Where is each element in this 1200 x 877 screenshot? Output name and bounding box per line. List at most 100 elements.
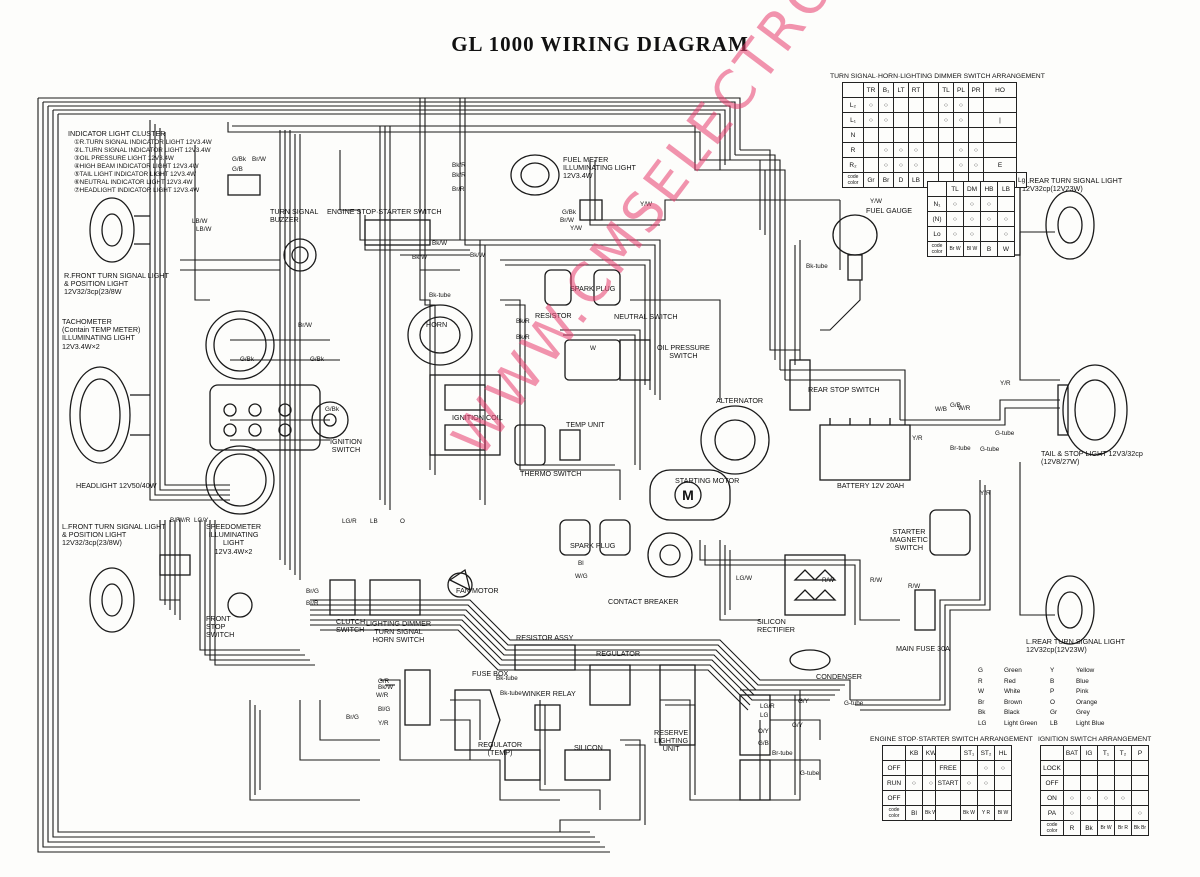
label-spark-plug-top: SPARK PLUG — [570, 284, 616, 293]
wire-color-label: G/Bk — [310, 356, 324, 363]
wire-color-label: Bk/R — [516, 318, 530, 325]
ts-h3: LT — [893, 82, 909, 98]
label-l-front-turn: L.FRONT TURN SIGNAL LIGHT & POSITION LIG… — [62, 522, 166, 548]
label-l-rear-turn: L.REAR TURN SIGNAL LIGHT 12V32cp(12V23W) — [1026, 637, 1126, 655]
wire-color-label: Y/W — [870, 198, 882, 205]
wire-color-label: Y/W — [570, 225, 582, 232]
wire-color-label: G/B — [950, 402, 961, 409]
ts-row-r: R — [842, 142, 864, 158]
es-h0 — [882, 745, 906, 761]
label-horn: HORN — [426, 320, 448, 329]
ig-row-0: LOCK — [1040, 760, 1064, 776]
legend-k-1b: B — [1050, 677, 1055, 685]
wire-color-label: Y/W — [640, 201, 652, 208]
indicator-item-5: ⑤TAIL LIGHT INDICATOR LIGHT 12V3.4W — [74, 171, 197, 178]
wire-color-label: W/R — [958, 405, 971, 412]
label-regulator: REGULATOR — [596, 649, 641, 658]
label-turn-buzzer: TURN SIGNAL BUZZER — [270, 207, 319, 225]
ts-code-2: D — [893, 172, 909, 188]
wire-color-label: Y/R — [912, 435, 923, 442]
st-row-1: START — [935, 775, 961, 791]
st-h0 — [935, 745, 961, 761]
ig-code-3: Br W — [1097, 820, 1115, 836]
wire-color-label: G-tube — [980, 446, 1000, 453]
legend-k-2b: P — [1050, 688, 1055, 696]
st-code-1: Bk W — [960, 805, 978, 821]
label-r-rear-turn: R.REAR TURN SIGNAL LIGHT 12V32cp(12V23W) — [1022, 176, 1123, 194]
wire-color-label: G/Bk — [232, 156, 246, 163]
label-contact-breaker: CONTACT BREAKER — [608, 597, 679, 606]
wire-color-label: G-tube — [800, 770, 820, 777]
wire-color-label: G/Y — [792, 722, 803, 729]
wire-color-label: G/Bk — [325, 406, 339, 413]
ts-code-3: LB — [908, 172, 924, 188]
label-starter-magnetic: STARTER MAGNETIC SWITCH — [890, 527, 928, 553]
wire-color-label: Br/G — [306, 588, 319, 595]
wire-color-label: G/Bk — [562, 209, 576, 216]
wire-color-label: Bl — [578, 560, 584, 567]
label-fuse-box: FUSE BOX — [472, 669, 509, 678]
legend-k-5a: LG — [978, 719, 987, 727]
ts-h9: HO — [983, 82, 1017, 98]
legend-k-1a: R — [978, 677, 983, 685]
wire-color-label: Bl/G — [378, 706, 391, 713]
wire-color-label: Bk/R — [452, 172, 466, 179]
ts-code-1: Br — [878, 172, 894, 188]
ig-h4: T₂ — [1114, 745, 1132, 761]
wire-color-label: Bk-tube — [429, 292, 451, 299]
label-clutch-switch: CLUTCH SWITCH — [336, 617, 366, 635]
indicator-cluster-heading: INDICATOR LIGHT CLUSTER — [68, 129, 166, 138]
legend-k-5b: LB — [1050, 719, 1058, 727]
wire-color-label: R/W — [822, 577, 835, 584]
wire-color-label: LB/W — [196, 226, 212, 233]
label-thermo-switch: THERMO SWITCH — [520, 469, 582, 478]
wire-color-label: W/R — [178, 517, 191, 524]
label-neutral-switch: NEUTRAL SWITCH — [614, 312, 678, 321]
legend-v-4b: Grey — [1076, 709, 1090, 717]
ig-h0 — [1040, 745, 1064, 761]
turn-signal-table: TR B₁ LT RT TL PL PR HO L₂○○○○ L₁○○○○| N… — [842, 82, 1028, 188]
label-silicon-rectifier: SILICON RECTIFIER — [757, 617, 795, 635]
label-reserve-lighting: RESERVE LIGHTING UNIT — [654, 728, 689, 754]
dimmer-table: TL DM HB LB N₁○○○ (N)○○○○ Lo○○○ code col… — [927, 181, 1015, 257]
legend-v-3b: Orange — [1076, 698, 1098, 706]
dm-code-label: code color — [927, 241, 947, 257]
wire-color-label: Br/W — [252, 156, 266, 163]
ig-h2: IG — [1080, 745, 1098, 761]
label-starting-motor: STARTING MOTOR — [675, 476, 740, 485]
es-h1: KB — [905, 745, 923, 761]
label-r-front-turn: R.FRONT TURN SIGNAL LIGHT & POSITION LIG… — [64, 271, 169, 297]
wire-color-label: Bk/W — [412, 254, 428, 261]
legend-k-0a: G — [978, 667, 983, 674]
wire-color-label: G/B — [232, 166, 243, 173]
legend-v-1b: Blue — [1076, 677, 1089, 685]
wire-color-label: Bk/W — [378, 684, 394, 691]
wire-color-label: R/W — [870, 577, 883, 584]
label-headlight: HEADLIGHT 12V50/40W — [76, 481, 157, 490]
label-fan-motor: FAN MOTOR — [456, 586, 499, 595]
dm-h4: LB — [997, 181, 1015, 197]
ignition-table: BAT IG T₁ T₂ P LOCK OFF ON○○○○ PA○○ code… — [1040, 745, 1149, 836]
label-silicon: SILICON — [574, 743, 603, 752]
wire-color-label: Bk-tube — [806, 263, 828, 270]
wire-color-label: LG/R — [342, 518, 357, 525]
indicator-item-4: ④HIGH BEAM INDICATOR LIGHT 12V3.4W — [74, 163, 199, 170]
wire-color-label: LG/R — [760, 703, 775, 710]
wire-color-label: LG — [760, 712, 769, 719]
label-tachometer: TACHOMETER (Contain TEMP METER) ILLUMINA… — [62, 317, 141, 351]
ig-code-5: Bk Br — [1131, 820, 1149, 836]
label-fuel-meter: FUEL METER ILLUMINATING LIGHT 12V3.4W — [563, 155, 636, 181]
wire-color-label: Br/W — [298, 322, 312, 329]
st-code-0 — [935, 805, 961, 821]
label-oil-pressure: OIL PRESSURE SWITCH — [657, 343, 710, 361]
wire-color-label: LB/W — [192, 218, 208, 225]
wire-color-label: Br/G — [346, 714, 359, 721]
diagram-title: GL 1000 WIRING DIAGRAM — [451, 32, 749, 56]
label-regulator-temp: REGULATOR (TEMP) — [478, 740, 523, 758]
label-lighting-dimmer: LIGHTING DIMMER TURN SIGNAL HORN SWITCH — [366, 619, 432, 645]
legend-v-2a: White — [1004, 688, 1021, 696]
wire-color-label: Br-tube — [950, 445, 971, 452]
wire-color-label: G/Bk — [240, 356, 254, 363]
ig-code-4: Br R — [1114, 820, 1132, 836]
ts-row-n: N — [842, 127, 864, 143]
